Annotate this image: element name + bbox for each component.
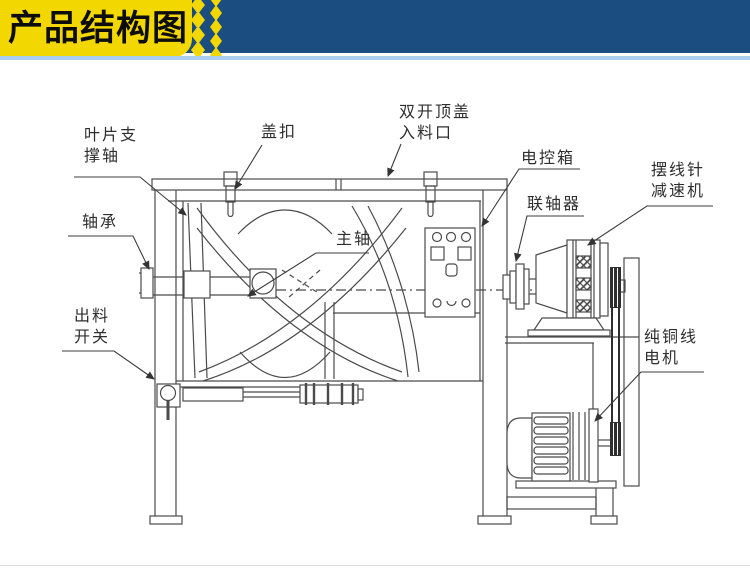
discharge-switch-handle	[156, 383, 181, 420]
label-control-box: 电控箱	[521, 148, 576, 167]
cover-clasp-bolts	[223, 171, 438, 218]
belt-drive	[610, 267, 621, 456]
label-top-inlet: 双开顶盖 入料口	[399, 102, 472, 142]
label-coupling: 联轴器	[527, 194, 582, 213]
control-box	[424, 227, 476, 318]
label-cycloid-reducer: 摆线针 减速机	[651, 160, 706, 200]
shaft-coupling	[502, 263, 536, 310]
electric-motor	[506, 408, 611, 483]
label-cover-clasp: 盖扣	[261, 122, 298, 141]
page-title: 产品结构图	[8, 9, 189, 49]
ribbon-agitator	[187, 202, 420, 382]
leader-lines	[62, 143, 713, 422]
label-discharge-switch: 出料 开关	[74, 306, 111, 346]
label-copper-motor: 纯铜线 电机	[644, 327, 699, 367]
label-main-shaft: 主轴	[336, 229, 373, 248]
label-bearing: 轴承	[82, 212, 119, 231]
label-blade-support-shaft: 叶片支 撑轴	[84, 125, 139, 165]
banner-light-strip	[0, 56, 750, 60]
diamond-pattern-icon	[191, 0, 222, 57]
bottom-divider	[0, 565, 750, 566]
cycloid-reducer	[527, 239, 611, 337]
mixer-tank	[149, 178, 512, 525]
banner-yellow-block	[0, 0, 192, 57]
page-banner: 产品结构图	[0, 0, 750, 60]
discharge-assembly	[182, 383, 364, 405]
